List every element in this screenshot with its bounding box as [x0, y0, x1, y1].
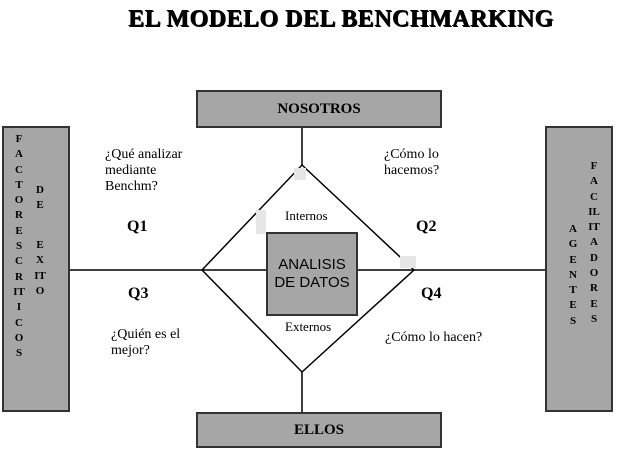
q1-question: ¿Qué analizar mediante Benchm?: [105, 147, 183, 194]
q2-label: Q2: [416, 218, 437, 235]
de-text: DE: [36, 184, 44, 212]
shadow-mark-top: [294, 168, 306, 180]
nosotros-label: NOSOTROS: [277, 100, 361, 117]
diagram-title: EL MODELO DEL BENCHMARKING: [128, 6, 554, 32]
q4-label: Q4: [421, 285, 442, 302]
q4-question: ¿Cómo lo hacen?: [385, 330, 483, 345]
exito-text: EXITO: [34, 239, 46, 297]
agentes-facilitadores-box: AGENTES FACILITADORES: [545, 126, 613, 412]
center-line-2: DE DATOS: [274, 274, 350, 291]
externos-label: Externos: [285, 319, 332, 334]
factores-criticos-text: FACTORES CRITICOS: [13, 133, 25, 360]
ellos-box: ELLOS: [196, 412, 442, 448]
nosotros-box: NOSOTROS: [196, 90, 442, 128]
agentes-text: AGENTES: [568, 223, 578, 327]
internos-label: Internos: [285, 208, 328, 223]
facilitadores-text: FACILITADORES: [588, 160, 600, 325]
shadow-mark-left: [256, 210, 266, 234]
analisis-de-datos-box: ANALISIS DE DATOS: [266, 232, 358, 316]
ellos-label: ELLOS: [293, 421, 345, 438]
q3-label: Q3: [128, 285, 149, 302]
factores-criticos-box: FACTORES CRITICOS DE EXITO: [2, 126, 70, 412]
center-line-1: ANALISIS: [278, 256, 346, 273]
q1-label: Q1: [127, 218, 148, 235]
q2-question: ¿Cómo lo hacemos?: [384, 147, 440, 178]
shadow-mark-right: [400, 256, 416, 268]
q3-question: ¿Quién es el mejor?: [111, 327, 181, 358]
